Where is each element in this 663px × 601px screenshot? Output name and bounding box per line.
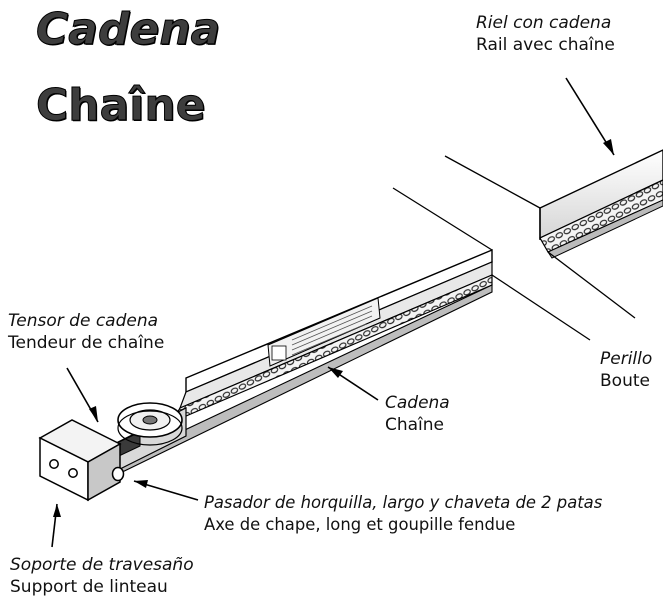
label-chain-es: Cadena xyxy=(385,393,450,413)
label-nut-es: Perillo xyxy=(600,349,653,369)
label-bracket-es: Soporte de travesaño xyxy=(10,555,194,575)
chain-tensioner xyxy=(97,402,187,477)
label-nut: Perillo Boute xyxy=(600,348,663,392)
break-line-near-top xyxy=(392,187,493,251)
label-rail-fr: Rail avec chaîne xyxy=(476,35,615,55)
clevis-pin-head xyxy=(111,466,125,482)
break-line-far-top xyxy=(444,155,541,209)
arrowhead-bracket xyxy=(53,504,61,517)
label-bracket: Soporte de travesaño Support de linteau xyxy=(10,554,194,598)
label-pin-fr: Axe de chape, long et goupille fendue xyxy=(204,515,516,534)
label-rail-es: Riel con cadena xyxy=(476,13,612,33)
arrowhead-tensioner xyxy=(89,406,98,422)
arrowhead-rail xyxy=(603,139,614,155)
rail-far-segment xyxy=(539,149,663,259)
break-line-near-bottom xyxy=(491,274,591,341)
label-tensioner-es: Tensor de cadena xyxy=(8,311,159,331)
label-tensioner-fr: Tendeur de chaîne xyxy=(8,333,165,353)
arrowhead-pin xyxy=(134,480,148,488)
title-spanish: Cadena xyxy=(35,4,221,55)
label-pin: Pasador de horquilla, largo y chaveta de… xyxy=(204,492,663,536)
break-line-far-bottom xyxy=(547,251,636,319)
header-bracket xyxy=(38,419,125,502)
label-nut-fr: Boute xyxy=(600,371,650,391)
label-bracket-fr: Support de linteau xyxy=(10,577,168,597)
label-rail: Riel con cadena Rail avec chaîne xyxy=(476,12,615,56)
rail-near-segment xyxy=(98,248,493,479)
title-french: Chaîne xyxy=(36,80,207,131)
label-chain-fr: Chaîne xyxy=(385,415,445,435)
arrowhead-chain xyxy=(328,367,343,378)
label-pin-es: Pasador de horquilla, largo y chaveta de… xyxy=(204,493,603,512)
label-chain: Cadena Chaîne xyxy=(385,392,450,436)
label-tensioner: Tensor de cadena Tendeur de chaîne xyxy=(8,310,164,354)
